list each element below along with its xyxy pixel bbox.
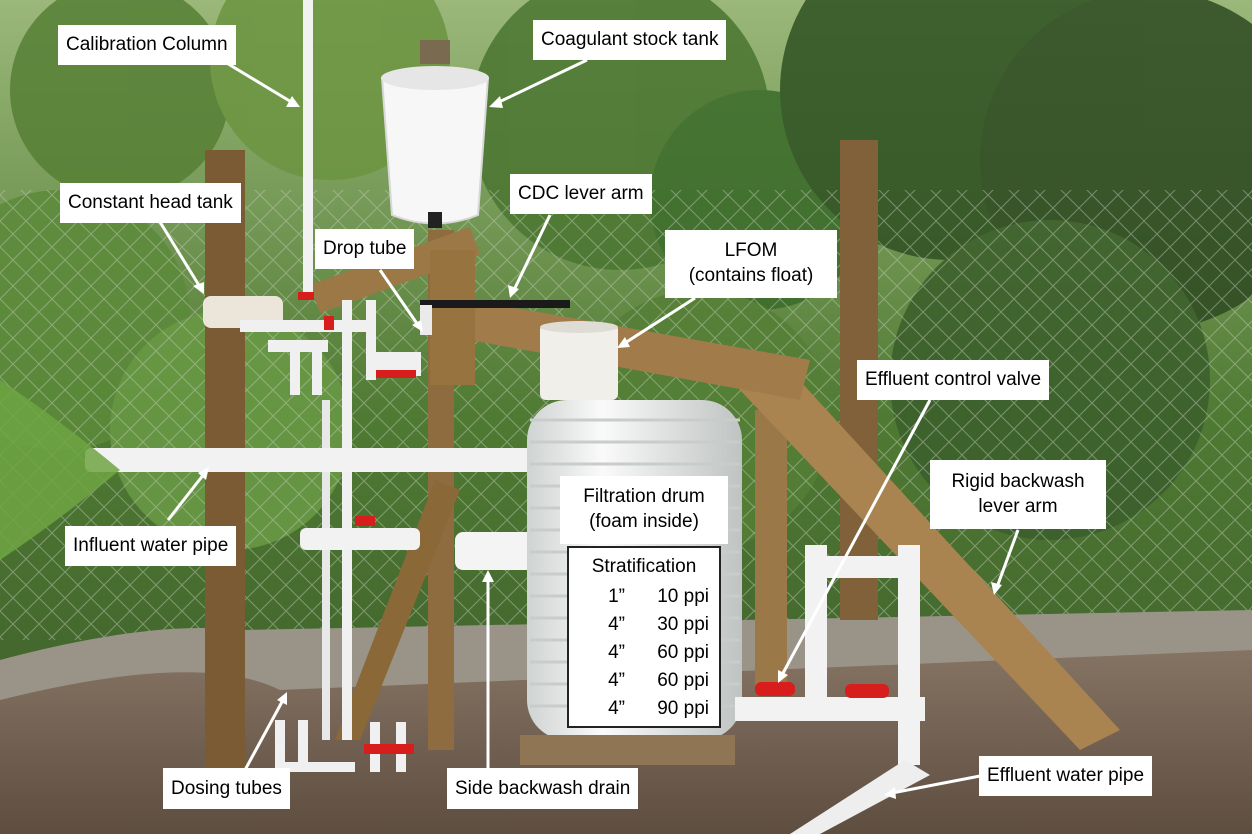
layer-ppi: 60 ppi (657, 670, 709, 691)
layer-thickness: 4” (608, 698, 625, 719)
label-calibration-column: Calibration Column (58, 25, 236, 65)
label-effluent-control-valve: Effluent control valve (857, 360, 1050, 400)
layer-thickness: 4” (608, 670, 625, 691)
label-rigid-backwash-line1: Rigid backwash (951, 471, 1085, 492)
label-dosing-tubes: Dosing tubes (163, 768, 290, 809)
stratification-row: 4” 30 ppi (569, 611, 719, 639)
label-lfom-line1: LFOM (724, 240, 778, 261)
label-coagulant-stock-tank: Coagulant stock tank (533, 20, 727, 60)
stratification-row: 1” 10 ppi (569, 583, 719, 611)
stratification-row: 4” 60 ppi (569, 667, 719, 695)
layer-ppi: 10 ppi (657, 586, 709, 607)
stratification-row: 4” 90 ppi (569, 695, 719, 723)
stratification-table: Stratification 1” 10 ppi 4” 30 ppi 4” 60… (567, 546, 721, 728)
label-rigid-backwash-line2: lever arm (978, 496, 1058, 517)
label-lfom-line2: (contains float) (688, 265, 814, 286)
label-filtration-drum-line1: Filtration drum (583, 486, 705, 507)
stratification-row: 4” 60 ppi (569, 639, 719, 667)
layer-ppi: 60 ppi (657, 642, 709, 663)
label-influent-water-pipe: Influent water pipe (65, 526, 237, 566)
layer-thickness: 4” (608, 614, 625, 635)
label-filtration-drum-line2: (foam inside) (589, 511, 699, 532)
label-lfom: LFOM (contains float) (665, 230, 837, 298)
label-side-backwash-drain: Side backwash drain (447, 768, 639, 809)
label-drop-tube: Drop tube (315, 229, 415, 269)
layer-ppi: 30 ppi (657, 614, 709, 635)
layer-ppi: 90 ppi (657, 698, 709, 719)
label-filtration-drum: Filtration drum (foam inside) (560, 476, 728, 544)
stratification-title: Stratification (591, 556, 697, 577)
layer-thickness: 1” (608, 586, 625, 607)
label-cdc-lever-arm: CDC lever arm (510, 174, 652, 214)
label-rigid-backwash-lever-arm: Rigid backwash lever arm (930, 460, 1106, 529)
label-constant-head-tank: Constant head tank (60, 183, 241, 223)
label-effluent-water-pipe: Effluent water pipe (979, 756, 1153, 796)
layer-thickness: 4” (608, 642, 625, 663)
